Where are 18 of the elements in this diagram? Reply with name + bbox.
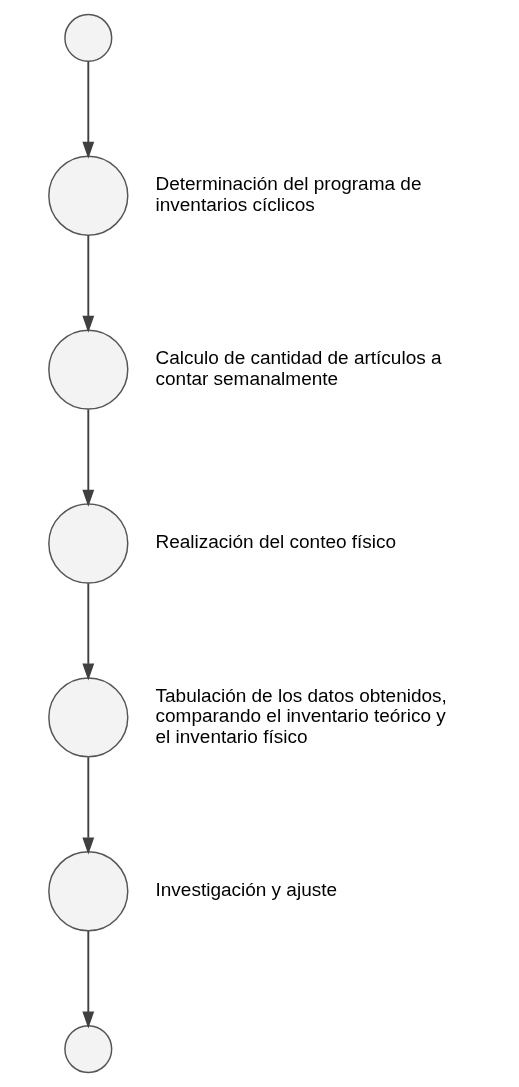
node-circle <box>47 677 128 758</box>
node-circle <box>63 13 112 62</box>
node-label: Realización del conteo físico <box>155 531 396 553</box>
arrow <box>81 60 94 159</box>
arrow <box>81 408 94 507</box>
arrow <box>81 756 94 855</box>
node-circle <box>47 329 128 410</box>
node-label: Determinación del programa de inventarios cíclicos <box>155 173 421 215</box>
node-circle <box>63 1025 112 1074</box>
node-label: Tabulación de los datos obtenidos, comparando el inventario teórico y el inventario físico <box>155 684 447 747</box>
arrow <box>81 582 94 681</box>
arrow <box>81 930 94 1029</box>
node-label: Investigación y ajuste <box>155 879 337 901</box>
node-circle <box>47 155 128 236</box>
node-label: Calculo de cantidad de artículos a contar semanalmente <box>155 347 442 389</box>
node-circle <box>47 503 128 584</box>
node-circle <box>47 851 128 932</box>
arrow <box>81 234 94 333</box>
